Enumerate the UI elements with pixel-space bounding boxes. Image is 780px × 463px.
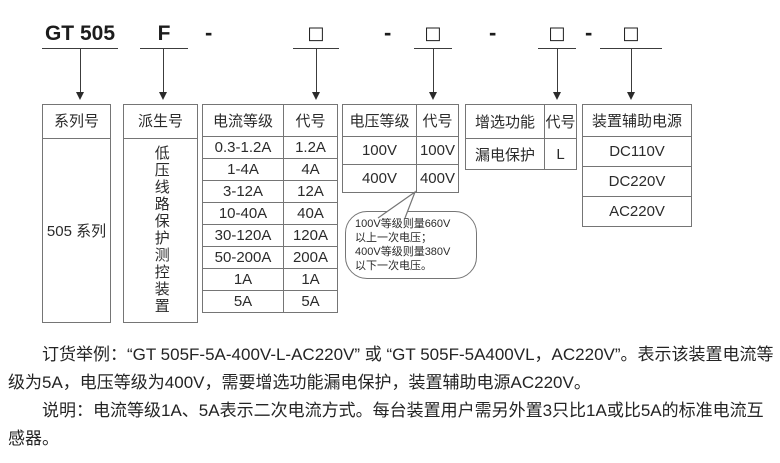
callout-line: 以上一次电压； xyxy=(355,232,432,244)
table-row: 30-120A 120A xyxy=(202,224,338,247)
table-row: 50-200A 200A xyxy=(202,246,338,269)
code-separator: - xyxy=(205,20,213,45)
series-box-value: 505 系列 xyxy=(46,222,107,240)
code-separator: - xyxy=(384,20,392,45)
remark-note: 说明：电流等级1A、5A表示二次电流方式。每台装置用户需另外置3只比1A或比5A… xyxy=(8,401,764,448)
table-row: 1-4A 4A xyxy=(202,158,338,181)
aux-power-header: 装置辅助电源 xyxy=(582,104,692,137)
down-arrow-aux-power xyxy=(627,49,635,100)
callout-line: 400V等级则量380V xyxy=(355,246,451,258)
current-code-cell: 40A xyxy=(283,202,338,225)
table-row: 3-12A 12A xyxy=(202,180,338,203)
current-code-cell: 200A xyxy=(283,246,338,269)
down-arrow-series xyxy=(76,49,84,100)
current-class-cell: 0.3-1.2A xyxy=(202,136,284,159)
callout-line: 以下一次电压。 xyxy=(355,260,432,272)
derivative-box: 派生号 低压线路保护测控装置 xyxy=(123,104,198,323)
table-row: 100V 100V xyxy=(342,136,459,165)
voltage-code-header: 代号 xyxy=(416,104,459,137)
series-box: 系列号 505 系列 xyxy=(42,104,111,323)
aux-power-cell: DC110V xyxy=(582,136,692,167)
callout-line: 100V等级则量660V xyxy=(355,218,451,230)
down-arrow-current xyxy=(312,49,320,100)
voltage-code-cell: 400V xyxy=(416,164,459,193)
down-arrow-voltage xyxy=(429,49,437,100)
current-class-cell: 1A xyxy=(202,268,284,291)
derivative-box-value: 低压线路保护测控装置 xyxy=(152,145,170,315)
function-code-placeholder: □ xyxy=(538,20,576,49)
function-cell: 漏电保护 xyxy=(465,138,545,170)
table-row: 0.3-1.2A 1.2A xyxy=(202,136,338,159)
series-box-title: 系列号 xyxy=(43,105,110,139)
optional-function-table: 增选功能 代号 漏电保护 L xyxy=(465,104,577,170)
current-class-header: 电流等级 xyxy=(202,104,284,137)
voltage-note-callout: 100V等级则量660V 以上一次电压； 400V等级则量380V 以下一次电压… xyxy=(345,211,477,279)
current-class-cell: 3-12A xyxy=(202,180,284,203)
current-code-header: 代号 xyxy=(283,104,338,137)
current-class-cell: 50-200A xyxy=(202,246,284,269)
function-header: 增选功能 xyxy=(465,104,545,139)
table-row: 10-40A 40A xyxy=(202,202,338,225)
down-arrow-derivative xyxy=(159,49,167,100)
code-separator: - xyxy=(489,20,497,45)
function-code-cell: L xyxy=(544,138,577,170)
current-code-cell: 5A xyxy=(283,290,338,313)
current-class-cell: 30-120A xyxy=(202,224,284,247)
current-code-cell: 1.2A xyxy=(283,136,338,159)
aux-power-cell: AC220V xyxy=(582,196,692,227)
current-code-cell: 4A xyxy=(283,158,338,181)
voltage-code-placeholder: □ xyxy=(414,20,452,49)
table-row: DC110V xyxy=(582,136,692,167)
aux-power-code-placeholder: □ xyxy=(600,20,662,49)
current-code-placeholder: □ xyxy=(293,20,339,49)
current-class-cell: 5A xyxy=(202,290,284,313)
current-class-cell: 1-4A xyxy=(202,158,284,181)
current-code-cell: 1A xyxy=(283,268,338,291)
aux-power-table: 装置辅助电源 DC110V DC220V AC220V xyxy=(582,104,692,227)
derivative-box-title: 派生号 xyxy=(124,105,197,139)
table-row: 1A 1A xyxy=(202,268,338,291)
voltage-class-cell: 100V xyxy=(342,136,417,165)
aux-power-cell: DC220V xyxy=(582,166,692,197)
voltage-class-header: 电压等级 xyxy=(342,104,417,137)
current-code-cell: 12A xyxy=(283,180,338,203)
down-arrow-function xyxy=(553,49,561,100)
notes-section: 订货举例：“GT 505F-5A-400V-L-AC220V” 或 “GT 50… xyxy=(8,341,774,453)
order-example-note: 订货举例：“GT 505F-5A-400V-L-AC220V” 或 “GT 50… xyxy=(8,345,774,392)
table-row: 400V 400V xyxy=(342,164,459,193)
code-separator: - xyxy=(585,20,593,45)
table-row: DC220V xyxy=(582,166,692,197)
callout-tail xyxy=(377,190,417,219)
voltage-class-table: 电压等级 代号 100V 100V 400V 400V xyxy=(342,104,459,193)
current-code-cell: 120A xyxy=(283,224,338,247)
model-derivative-code: F xyxy=(140,20,188,49)
current-class-cell: 10-40A xyxy=(202,202,284,225)
model-series-code: GT 505 xyxy=(42,20,118,49)
voltage-class-cell: 400V xyxy=(342,164,417,193)
table-row: 漏电保护 L xyxy=(465,138,577,170)
current-class-table: 电流等级 代号 0.3-1.2A 1.2A 1-4A 4A 3-12A 12A … xyxy=(202,104,338,313)
function-code-header: 代号 xyxy=(544,104,577,139)
table-row: 5A 5A xyxy=(202,290,338,313)
table-row: AC220V xyxy=(582,196,692,227)
voltage-code-cell: 100V xyxy=(416,136,459,165)
